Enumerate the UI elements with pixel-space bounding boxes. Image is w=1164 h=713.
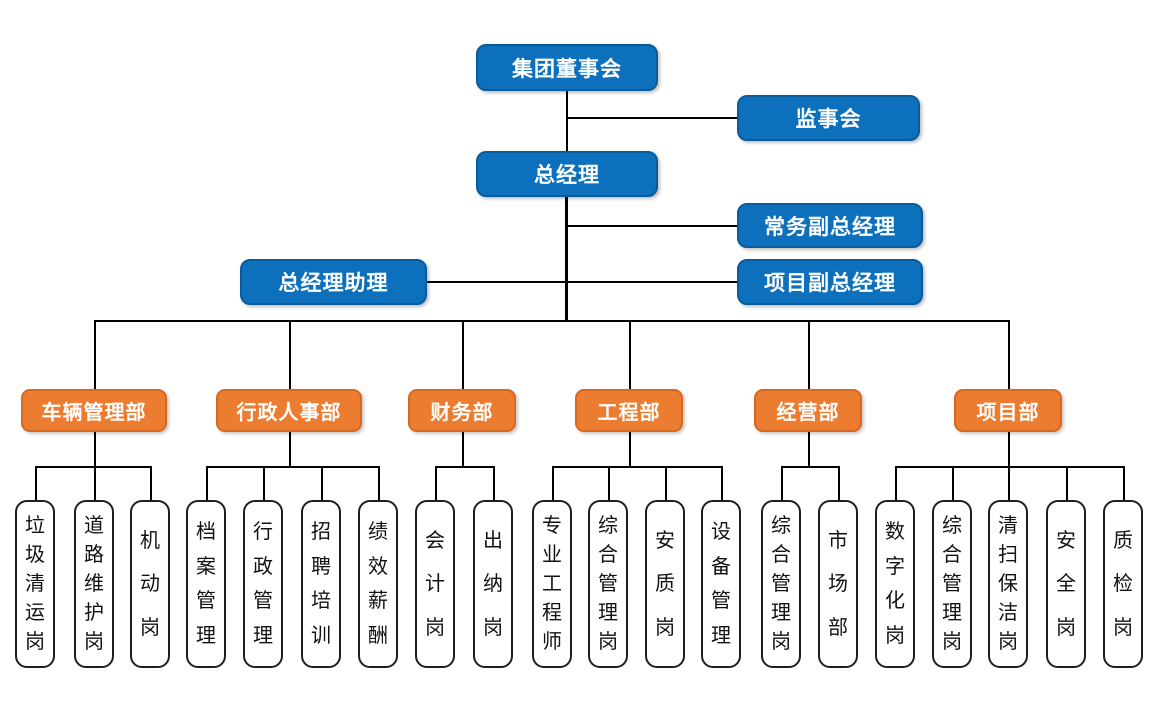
position-label: 综合管理岗 [771,515,791,653]
node-dept-admin-hr: 行政人事部 [216,389,362,432]
position-label: 道路维护岗 [84,515,104,653]
connector-line [629,320,631,389]
node-position: 数字化岗 [875,500,915,668]
node-project-deputy-gm: 项目副总经理 [737,259,923,305]
connector-line [263,466,265,500]
connector-line [808,320,810,389]
node-position: 行政管理 [243,500,283,668]
node-position: 综合管理岗 [932,500,972,668]
connector-line [435,466,437,500]
position-label: 会计岗 [425,529,445,639]
connector-line [289,432,291,466]
node-position: 招聘培训 [301,500,341,668]
node-dept-finance: 财务部 [408,389,516,432]
position-label: 安质岗 [655,529,675,639]
connector-line [1008,320,1010,389]
position-label: 出纳岗 [483,529,503,639]
connector-line [435,466,493,468]
connector-line [665,466,667,500]
connector-line [838,466,840,500]
position-label: 市场部 [828,529,848,639]
position-label: 数字化岗 [885,520,905,648]
position-label: 安全岗 [1056,529,1076,639]
connector-line [566,91,568,151]
position-label: 档案管理 [196,520,216,648]
node-dept-operations: 经营部 [754,389,862,432]
connector-line [1066,466,1068,500]
node-position: 清扫保洁岗 [988,500,1028,668]
node-position: 档案管理 [186,500,226,668]
connector-line [781,466,838,468]
connector-line [321,466,323,500]
position-label: 行政管理 [253,520,273,648]
node-position: 综合管理岗 [588,500,628,668]
connector-line [150,466,152,500]
connector-line [94,432,96,466]
connector-line [608,466,610,500]
connector-line [462,320,464,389]
connector-line [94,320,1008,322]
node-position: 安质岗 [645,500,685,668]
node-position: 设备管理 [701,500,741,668]
node-position: 市场部 [818,500,858,668]
position-label: 绩效薪酬 [368,520,388,648]
position-label: 招聘培训 [311,520,331,648]
node-board: 集团董事会 [476,44,658,91]
node-position: 会计岗 [415,500,455,668]
node-gm-assistant: 总经理助理 [240,259,427,305]
connector-line [427,281,737,283]
connector-line [94,466,96,500]
connector-line [895,466,897,500]
connector-line [378,466,380,500]
connector-line [552,466,721,468]
node-position: 道路维护岗 [74,500,114,668]
connector-line [35,466,37,500]
connector-line [567,117,737,119]
position-label: 综合管理岗 [942,515,962,653]
position-label: 综合管理岗 [598,515,618,653]
position-label: 清扫保洁岗 [998,515,1018,653]
position-label: 垃圾清运岗 [25,515,45,653]
connector-line [206,466,208,500]
connector-line [289,320,291,389]
connector-line [35,466,150,468]
connector-line [808,432,810,466]
node-position: 质检岗 [1103,500,1143,668]
position-label: 机动岗 [140,529,160,639]
connector-line [493,466,495,500]
connector-line [462,432,464,466]
node-executive-deputy-gm: 常务副总经理 [737,203,923,248]
connector-line [552,466,554,500]
connector-line [565,197,568,321]
node-position: 安全岗 [1046,500,1086,668]
node-supervisory-board: 监事会 [737,95,920,141]
connector-line [94,320,96,389]
node-dept-project: 项目部 [954,389,1062,432]
position-label: 设备管理 [711,520,731,648]
node-position: 出纳岗 [473,500,513,668]
node-position: 专业工程师 [532,500,572,668]
connector-line [1008,466,1010,500]
node-position: 绩效薪酬 [358,500,398,668]
connector-line [567,225,737,227]
node-position: 机动岗 [130,500,170,668]
connector-line [206,466,378,468]
node-dept-engineering: 工程部 [575,389,683,432]
connector-line [952,466,954,500]
node-general-manager: 总经理 [476,151,658,197]
connector-line [629,432,631,466]
connector-line [781,466,783,500]
node-dept-vehicle-management: 车辆管理部 [21,389,167,432]
node-position: 垃圾清运岗 [15,500,55,668]
position-label: 质检岗 [1113,529,1133,639]
connector-line [1123,466,1125,500]
connector-line [1008,432,1010,466]
connector-line [721,466,723,500]
position-label: 专业工程师 [542,515,562,653]
node-position: 综合管理岗 [761,500,801,668]
